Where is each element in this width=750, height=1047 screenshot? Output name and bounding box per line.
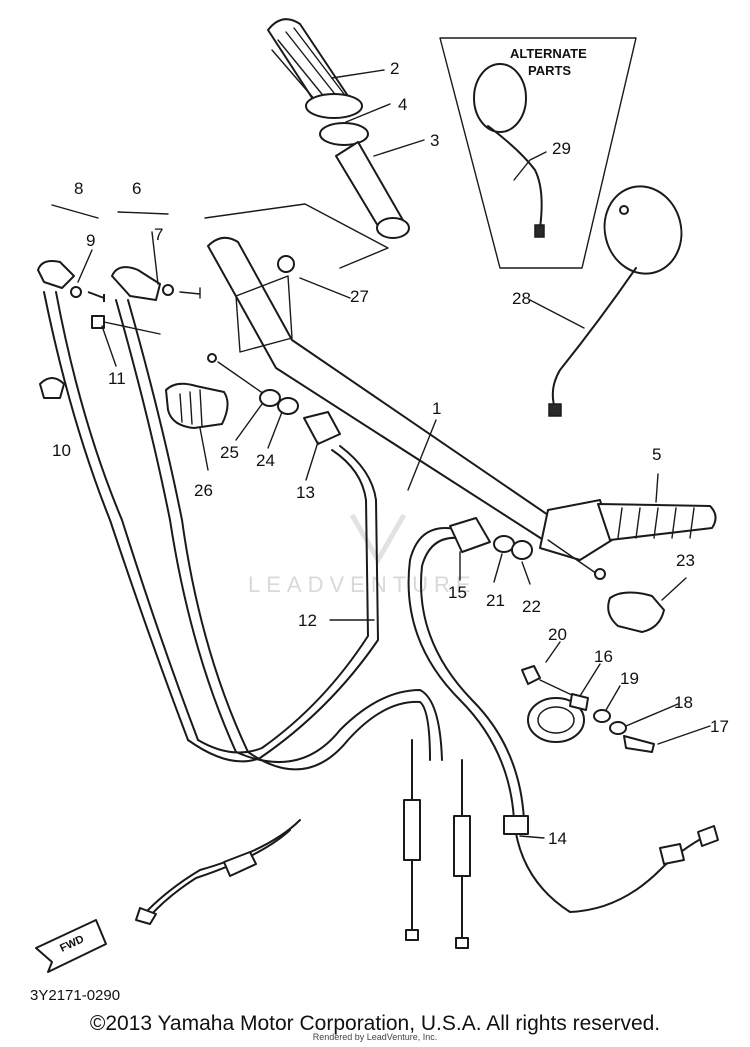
adjuster-24 xyxy=(277,397,299,415)
mirror-thread-alt xyxy=(534,224,545,238)
left-switch-26 xyxy=(165,382,229,429)
handlebar-clamp xyxy=(235,275,293,353)
copyright-notice: ©2013 Yamaha Motor Corporation, U.S.A. A… xyxy=(89,1012,661,1035)
callout-15: 15 xyxy=(448,583,467,602)
clamp-knob-27 xyxy=(277,255,295,273)
callout-12: 12 xyxy=(298,611,317,630)
washer-19 xyxy=(593,709,611,723)
callout-22: 22 xyxy=(522,597,541,616)
callout-19: 19 xyxy=(620,669,639,688)
clamp-hardware xyxy=(521,665,655,753)
cables xyxy=(43,291,719,949)
bracket-27 xyxy=(204,203,389,269)
grip-collar xyxy=(305,93,363,119)
cable-adjusters xyxy=(207,353,341,445)
callout-11: 11 xyxy=(108,369,126,388)
cable-end-6 xyxy=(111,266,161,301)
cable-fitting-right xyxy=(453,815,471,877)
nut-10 xyxy=(39,377,65,399)
callout-14: 14 xyxy=(548,829,567,848)
grip-washer xyxy=(319,122,369,146)
callout-labels: 2 4 3 29 8 6 9 7 27 28 11 1 10 5 25 24 2… xyxy=(52,59,729,848)
mirror-28 xyxy=(548,185,683,417)
callout-1: 1 xyxy=(432,399,441,418)
callout-21: 21 xyxy=(486,591,505,610)
callout-7: 7 xyxy=(154,225,163,244)
mirror-head xyxy=(603,185,683,275)
callout-25: 25 xyxy=(220,443,239,462)
switch-housing xyxy=(539,499,613,561)
callout-10: 10 xyxy=(52,441,71,460)
adjuster-15 xyxy=(449,517,491,553)
alternate-parts-inset: ALTERNATE PARTS xyxy=(439,37,637,269)
callout-29: 29 xyxy=(552,139,571,158)
callout-5: 5 xyxy=(652,445,661,464)
left-fittings xyxy=(37,204,201,399)
callout-18: 18 xyxy=(674,693,693,712)
washer-18 xyxy=(609,721,627,735)
callout-28: 28 xyxy=(512,289,531,308)
callout-26: 26 xyxy=(194,481,213,500)
callout-4: 4 xyxy=(398,95,407,114)
cable-fitting-left xyxy=(403,799,421,861)
callout-8: 8 xyxy=(74,179,83,198)
bolt-17 xyxy=(623,735,655,753)
nut-20 xyxy=(521,665,541,685)
mirror-thread xyxy=(548,403,562,417)
callout-23: 23 xyxy=(676,551,695,570)
watermark: LEADVENTURE xyxy=(248,513,477,597)
mirror-head-alt xyxy=(473,63,527,133)
washer-22 xyxy=(511,540,533,560)
adjuster-25 xyxy=(259,389,281,407)
right-switch-grip xyxy=(539,499,717,580)
callout-2: 2 xyxy=(390,59,399,78)
callout-27: 27 xyxy=(350,287,369,306)
watermark-text: LEADVENTURE xyxy=(248,572,477,597)
callout-16: 16 xyxy=(594,647,613,666)
callout-17: 17 xyxy=(710,717,729,736)
mirror-stem-alt xyxy=(487,125,543,229)
fwd-arrow: FWD xyxy=(35,919,107,973)
mirror-stem xyxy=(551,267,637,413)
cable-end-8 xyxy=(37,260,75,289)
callout-13: 13 xyxy=(296,483,315,502)
rendered-by-notice: Rendered by LeadVenture, Inc. xyxy=(312,1032,438,1042)
callout-24: 24 xyxy=(256,451,275,470)
alternate-parts-title: ALTERNATE xyxy=(510,46,587,61)
throttle-grip-group xyxy=(267,18,410,239)
adjuster-13 xyxy=(303,411,341,445)
alternate-parts-subtitle: PARTS xyxy=(528,63,571,78)
callout-6: 6 xyxy=(132,179,141,198)
diagram-code: 3Y2171-0290 xyxy=(30,987,120,1004)
callout-20: 20 xyxy=(548,625,567,644)
nut-21 xyxy=(493,535,515,553)
right-cable-adjusters xyxy=(449,517,533,560)
leader-lines xyxy=(77,69,711,839)
callout-9: 9 xyxy=(86,231,95,250)
callout-3: 3 xyxy=(430,131,439,150)
switch-23 xyxy=(607,591,665,633)
